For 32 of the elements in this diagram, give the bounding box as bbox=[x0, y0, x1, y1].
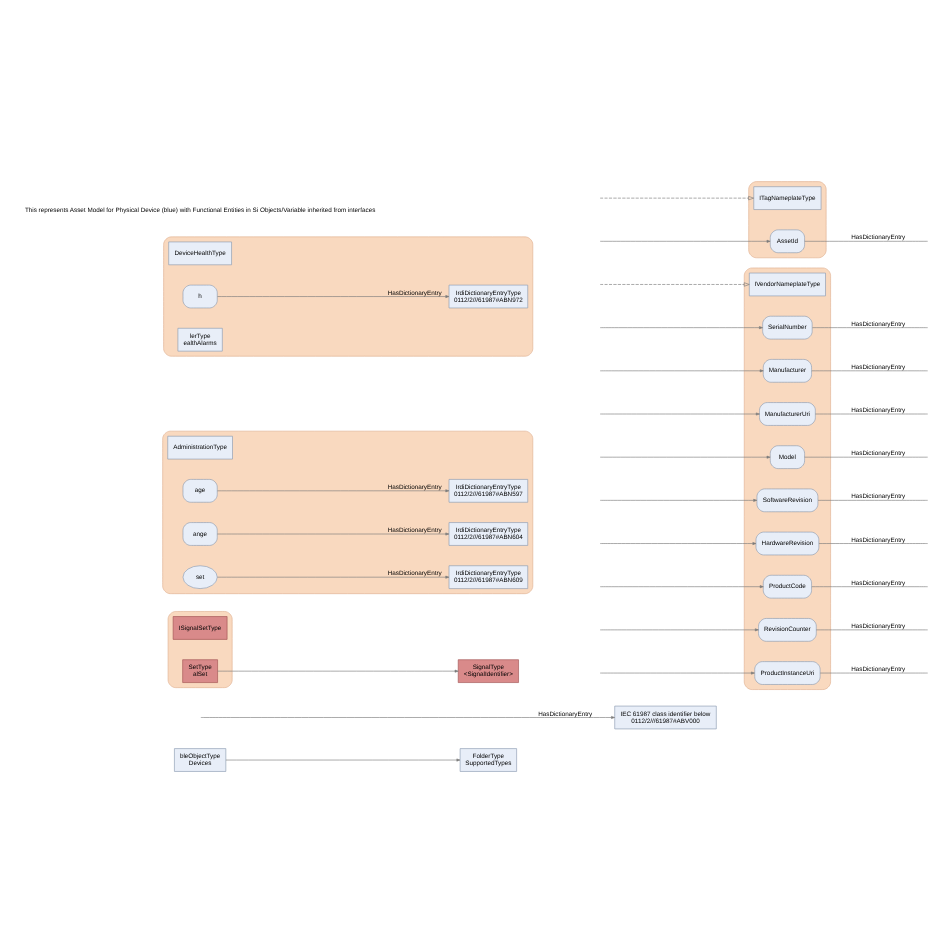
connector bbox=[804, 456, 928, 458]
arrow bbox=[599, 498, 758, 502]
cluster bbox=[167, 611, 233, 688]
arrow bbox=[217, 532, 450, 536]
arrow bbox=[599, 196, 754, 201]
connector bbox=[816, 629, 928, 631]
arrow bbox=[599, 585, 764, 589]
arrow bbox=[599, 326, 763, 330]
arrow bbox=[599, 455, 771, 459]
connector bbox=[811, 370, 928, 372]
arrow bbox=[200, 716, 615, 719]
connector bbox=[811, 586, 928, 587]
arrow bbox=[217, 295, 450, 298]
arrow bbox=[217, 669, 459, 673]
connector bbox=[817, 500, 928, 501]
arrow bbox=[225, 758, 461, 762]
arrow bbox=[217, 489, 450, 493]
arrow bbox=[599, 369, 764, 373]
connector bbox=[804, 241, 928, 242]
cluster bbox=[162, 430, 534, 594]
connector bbox=[818, 543, 928, 544]
arrow bbox=[217, 575, 450, 579]
arrow bbox=[599, 542, 757, 545]
arrow bbox=[599, 282, 750, 287]
arrow bbox=[599, 412, 760, 416]
connector bbox=[812, 327, 928, 328]
cluster bbox=[163, 236, 534, 357]
arrow bbox=[599, 239, 771, 243]
arrow bbox=[599, 671, 755, 675]
connector bbox=[819, 672, 928, 674]
arrow bbox=[599, 628, 759, 632]
connector bbox=[815, 413, 928, 415]
